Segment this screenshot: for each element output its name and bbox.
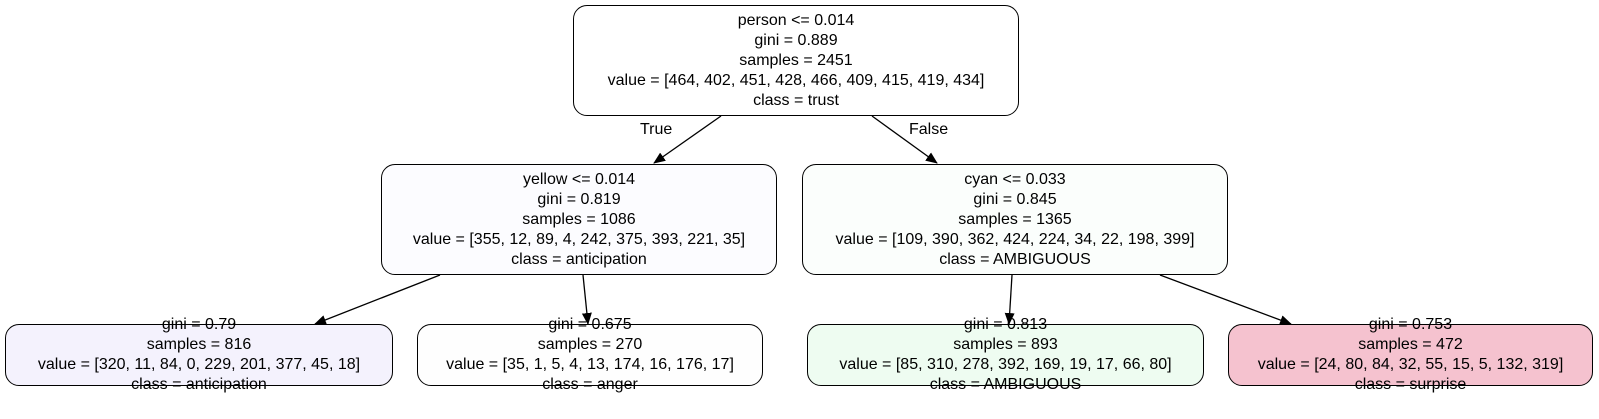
node-gini: gini = 0.813 <box>963 316 1048 333</box>
root-node: person <= 0.014 gini = 0.889 samples = 2… <box>573 5 1019 116</box>
node-gini: gini = 0.79 <box>161 316 237 333</box>
node-gini: gini = 0.845 <box>973 190 1057 208</box>
node-value: value = [85, 310, 278, 392, 169, 19, 17,… <box>839 356 1172 373</box>
node-class: class = anger <box>542 376 638 393</box>
edge-left-leaf2 <box>581 274 592 325</box>
left-node: yellow <= 0.014 gini = 0.819 samples = 1… <box>381 164 777 275</box>
node-class: class = anticipation <box>131 376 267 393</box>
node-samples: samples = 816 <box>146 336 252 353</box>
edge-root-left <box>653 115 722 164</box>
right-node: cyan <= 0.033 gini = 0.845 samples = 136… <box>802 164 1228 275</box>
node-class: class = surprise <box>1354 376 1467 393</box>
edge-right-leaf4 <box>1159 274 1292 325</box>
node-class: class = trust <box>753 91 839 109</box>
node-value: value = [109, 390, 362, 424, 224, 34, 22… <box>835 230 1195 248</box>
node-gini: gini = 0.819 <box>537 190 621 208</box>
node-samples: samples = 1086 <box>522 210 636 228</box>
edge-left-leaf1 <box>314 274 441 325</box>
node-value: value = [24, 80, 84, 32, 55, 15, 5, 132,… <box>1257 356 1564 373</box>
node-value: value = [464, 402, 451, 428, 466, 409, 4… <box>607 71 985 89</box>
node-split: yellow <= 0.014 <box>522 170 636 188</box>
node-value: value = [320, 11, 84, 0, 229, 201, 377, … <box>37 356 361 373</box>
node-gini: gini = 0.889 <box>754 31 838 49</box>
node-samples: samples = 270 <box>537 336 643 353</box>
leaf-node-4: gini = 0.753 samples = 472 value = [24, … <box>1228 316 1593 393</box>
node-class: class = anticipation <box>511 250 647 268</box>
leaf-node-1: gini = 0.79 samples = 816 value = [320, … <box>5 316 393 393</box>
leaf-node-2: gini = 0.675 samples = 270 value = [35, … <box>417 316 763 393</box>
node-gini: gini = 0.753 <box>1368 316 1453 333</box>
node-split: cyan <= 0.033 <box>964 170 1066 188</box>
node-samples: samples = 1365 <box>958 210 1072 228</box>
node-samples: samples = 472 <box>1358 336 1463 353</box>
leaf-node-3: gini = 0.813 samples = 893 value = [85, … <box>807 316 1204 393</box>
node-samples: samples = 893 <box>953 336 1058 353</box>
node-class: class = AMBIGUOUS <box>939 250 1091 268</box>
node-value: value = [35, 1, 5, 4, 13, 174, 16, 176, … <box>446 356 734 373</box>
node-split: person <= 0.014 <box>737 11 855 29</box>
edge-root-right <box>871 115 938 164</box>
edge-label-true: True <box>640 121 673 138</box>
node-class: class = AMBIGUOUS <box>929 376 1082 393</box>
edge-label-false: False <box>909 121 949 138</box>
node-samples: samples = 2451 <box>739 51 853 69</box>
node-value: value = [355, 12, 89, 4, 242, 375, 393, … <box>412 230 746 248</box>
edge-right-leaf3 <box>1004 274 1015 325</box>
node-gini: gini = 0.675 <box>548 316 632 333</box>
